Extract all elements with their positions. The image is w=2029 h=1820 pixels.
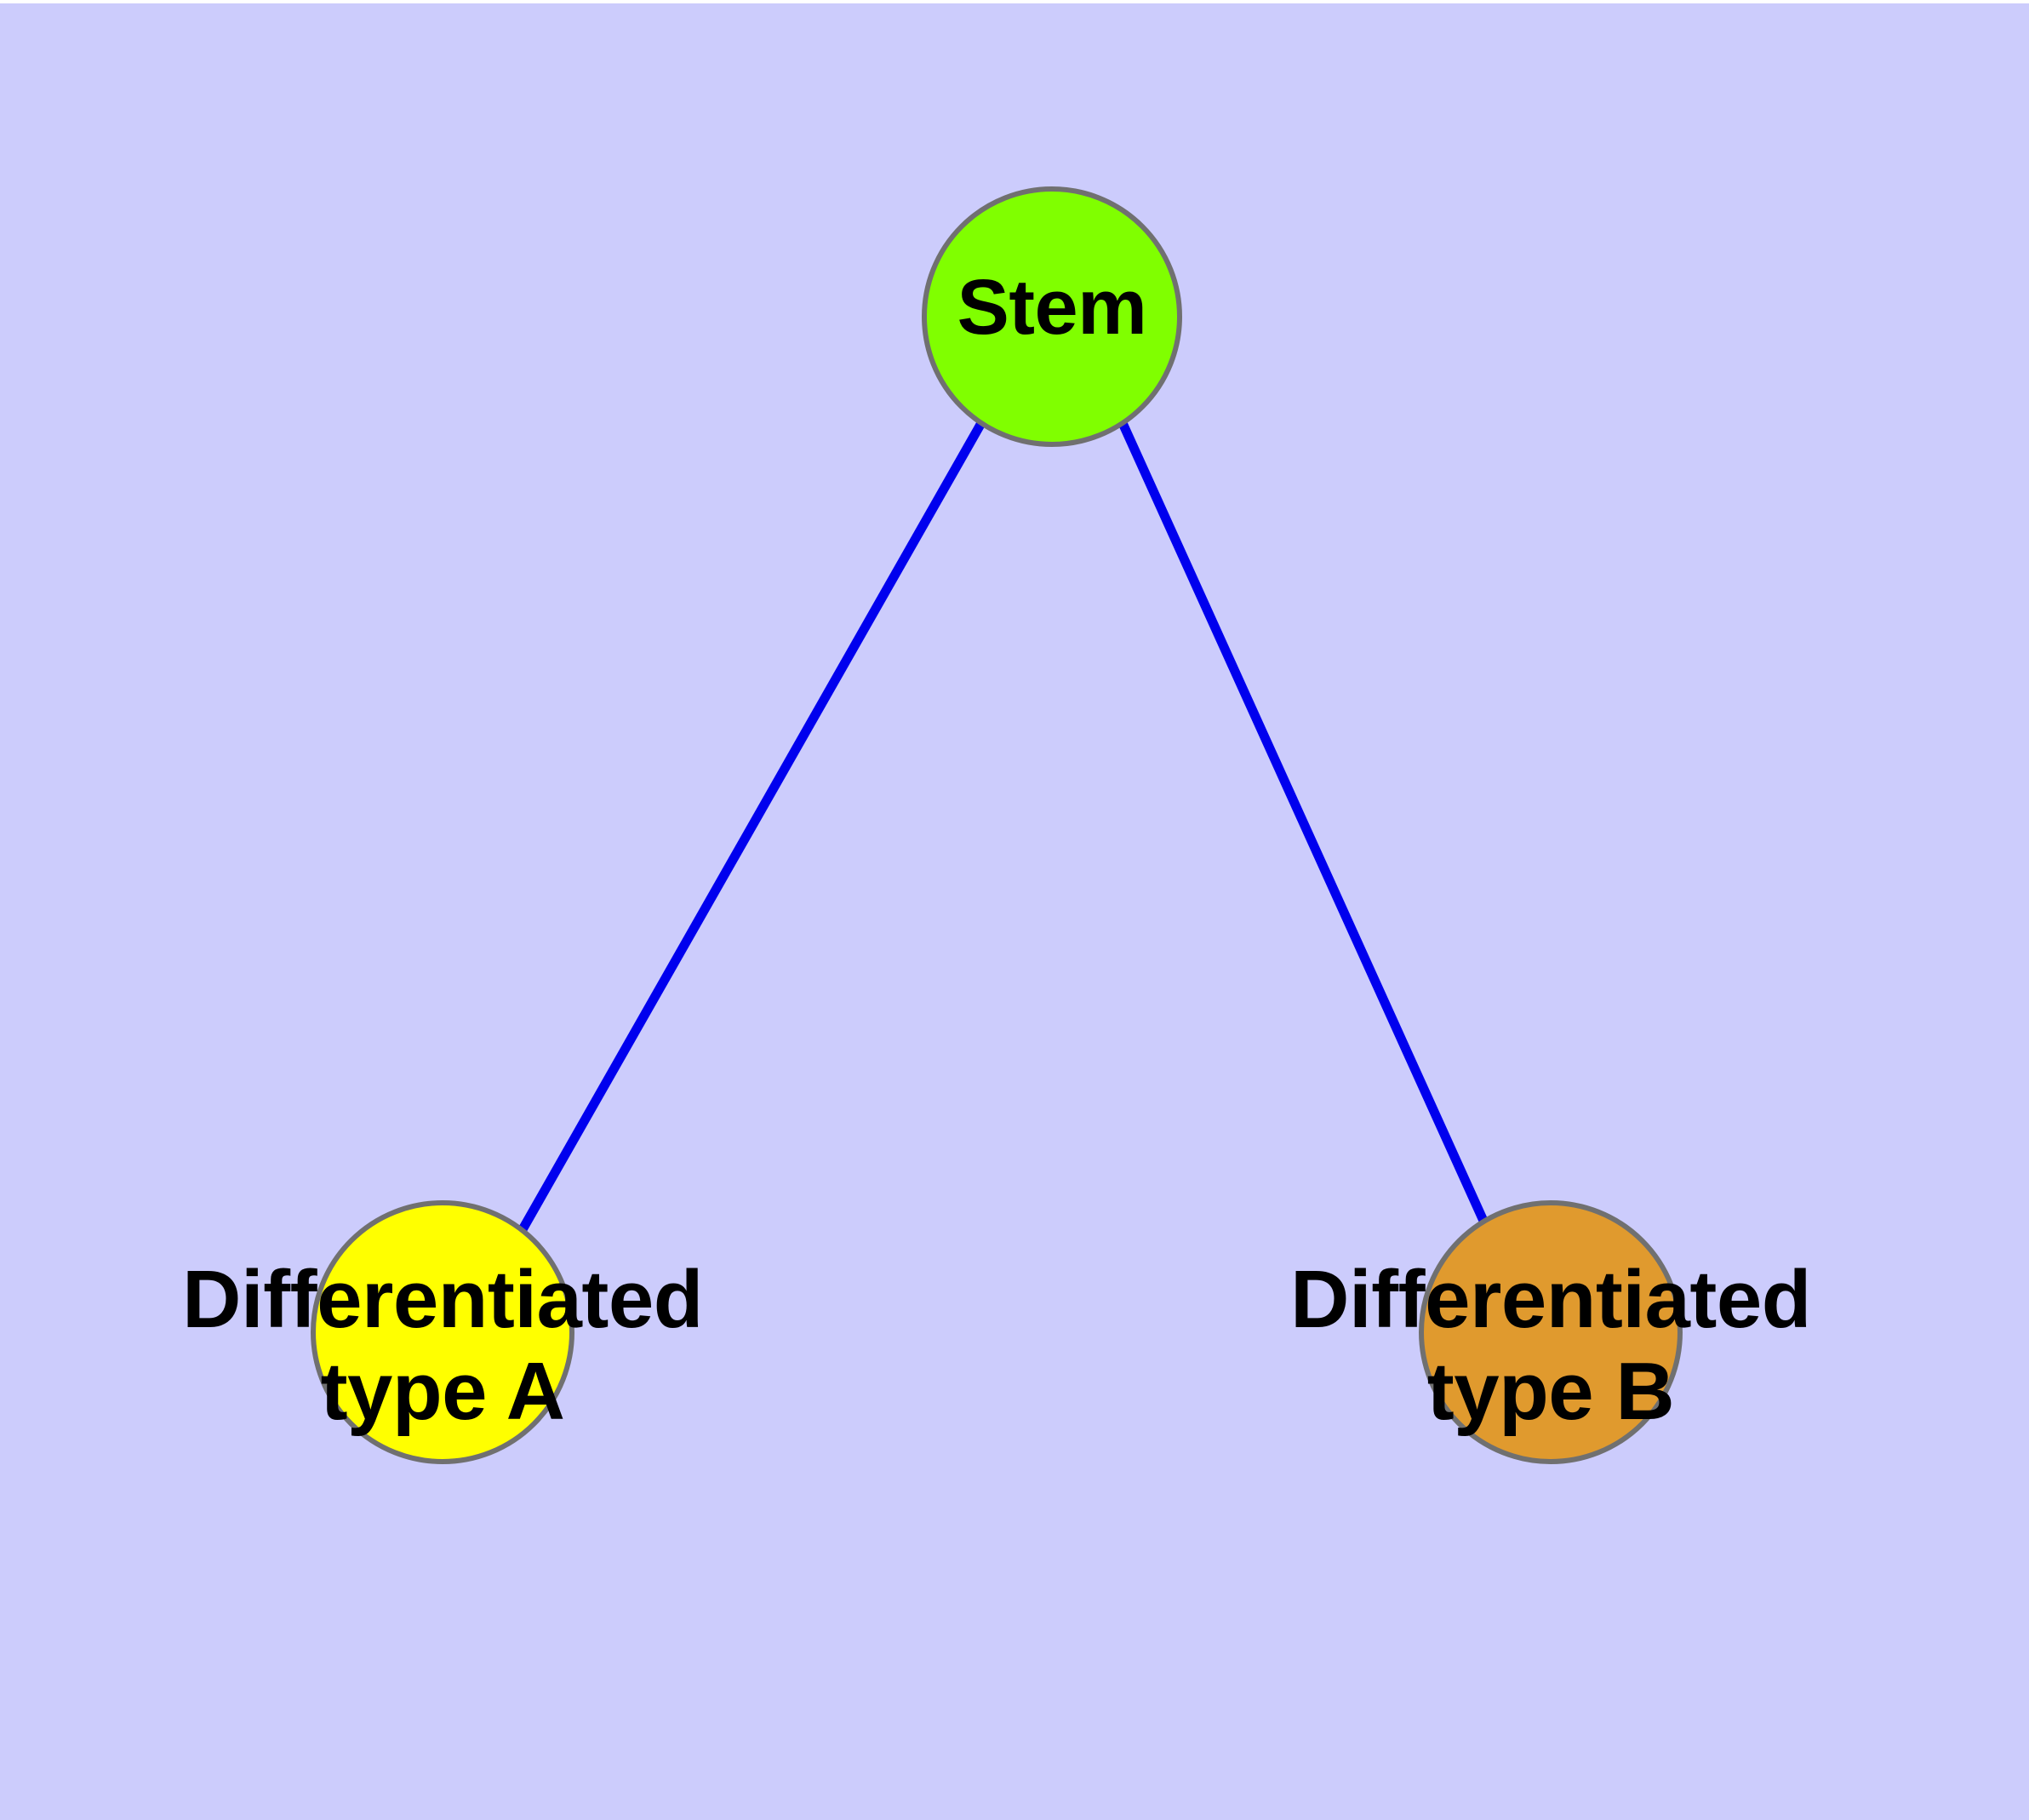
edge-stem-to-differentiated-b[interactable] [1117, 421, 1489, 1223]
top-white-strip [0, 0, 2029, 3]
node-differentiated-type-b-circle[interactable] [1419, 1200, 1683, 1464]
node-differentiated-type-a-circle[interactable] [311, 1200, 574, 1464]
edge-stem-to-differentiated-a[interactable] [517, 421, 986, 1233]
node-layer [311, 186, 1683, 1464]
edge-layer [517, 421, 1489, 1233]
node-stem-circle[interactable] [922, 186, 1182, 447]
